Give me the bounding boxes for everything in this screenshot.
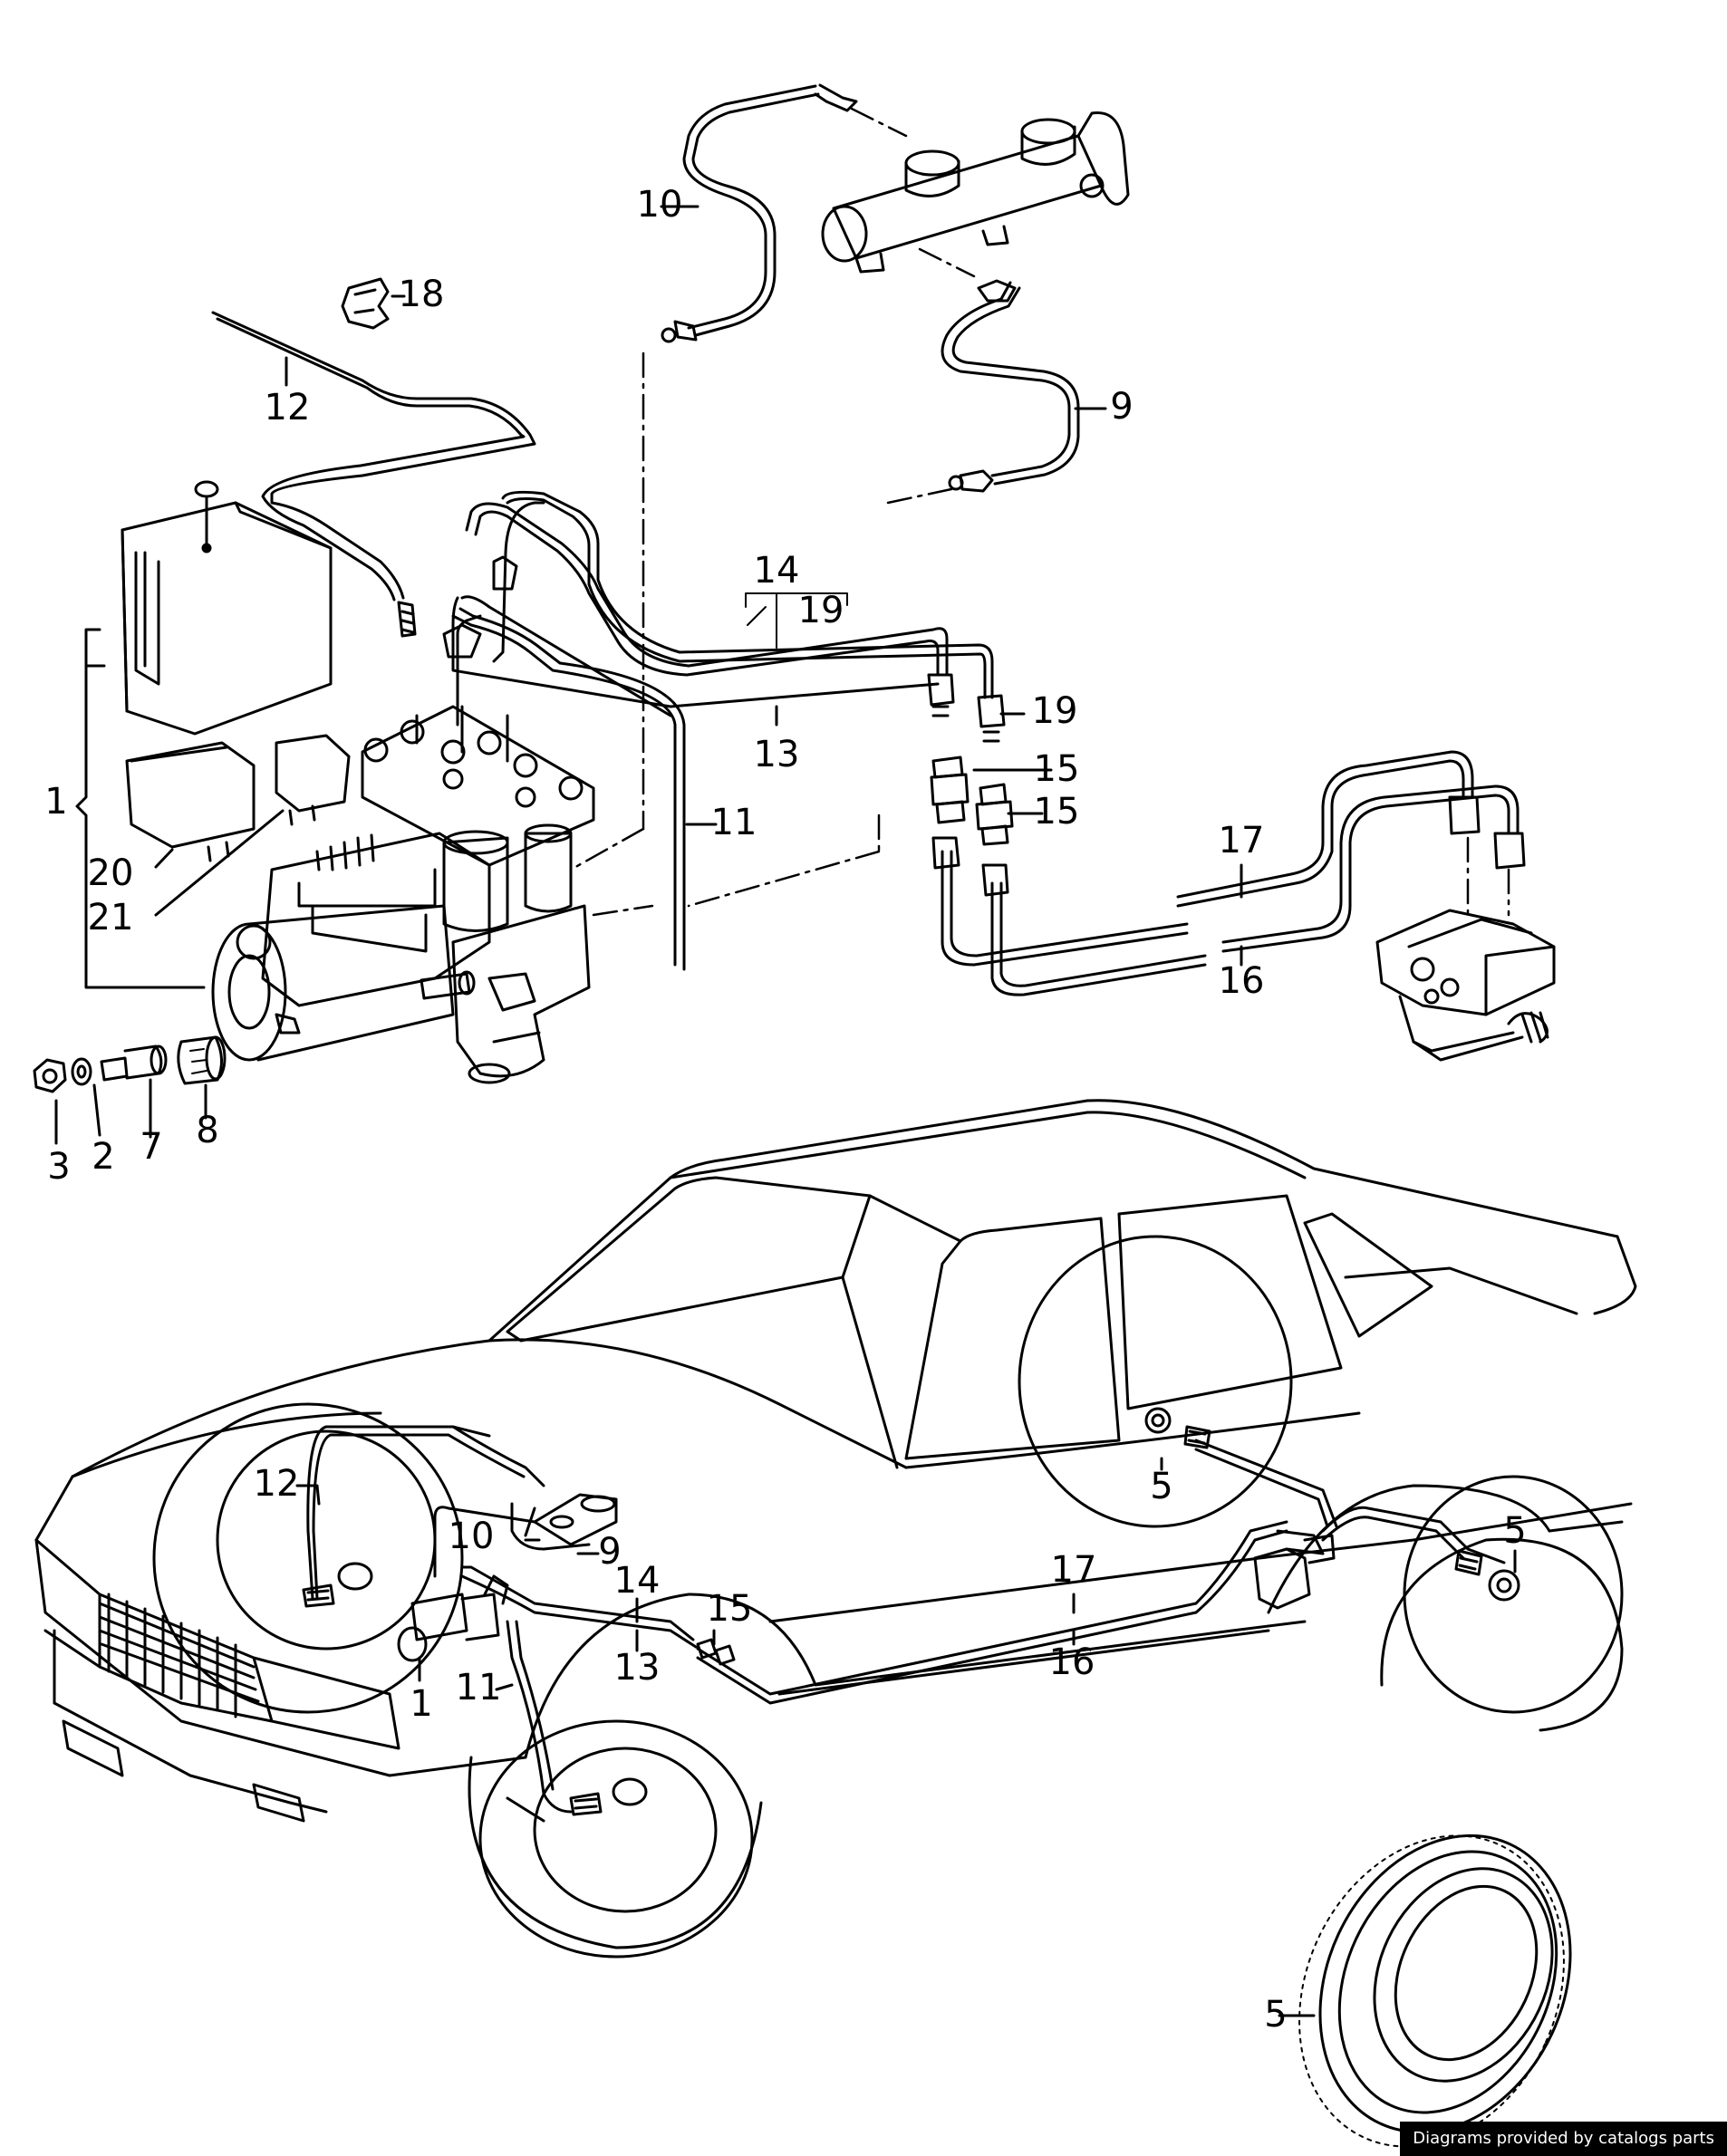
abs-tone-ring-5 [1298, 1834, 1572, 2148]
abs-connector-pipes [442, 501, 545, 727]
car-brake-lines [306, 1425, 1506, 1814]
label-12-car: 12 [254, 1463, 300, 1505]
brake-pipe-9 [941, 279, 1080, 493]
label-5-car-rear-left: 5 [1150, 1466, 1172, 1507]
car-front-left-caliper [302, 1562, 373, 1608]
label-15-a: 15 [1034, 748, 1080, 790]
label-1: 1 [44, 781, 67, 823]
label-18: 18 [399, 274, 445, 315]
label-5-tone-ring: 5 [1264, 1994, 1287, 2036]
label-13-car: 13 [614, 1647, 661, 1689]
car-rear-regulator [1253, 1529, 1336, 1610]
washer-2 [71, 1057, 92, 1086]
car-abs-unit [397, 1493, 618, 1662]
label-19-top: 19 [798, 590, 844, 631]
car-rear-left-sensor [1144, 1407, 1211, 1449]
label-21: 21 [88, 897, 134, 938]
label-14-car: 14 [614, 1560, 661, 1602]
brake-pipe-12 [211, 311, 536, 638]
label-2: 2 [92, 1136, 114, 1178]
bracket-14-19 [745, 592, 848, 608]
label-7: 7 [140, 1126, 162, 1168]
car-rear-right-sensor [1454, 1549, 1520, 1602]
dashline-10-abs [569, 827, 645, 871]
pipe-clip-18 [341, 277, 390, 330]
label-15-car: 15 [707, 1588, 753, 1630]
label-17-top: 17 [1219, 820, 1265, 861]
label-12-top: 12 [265, 387, 311, 428]
label-15-b: 15 [1034, 791, 1080, 833]
nut-3 [33, 1058, 67, 1093]
label-5-car-rear-right: 5 [1503, 1510, 1526, 1552]
brake-pipes-16-17 [931, 750, 1526, 996]
dashline-mc-10 [850, 107, 908, 138]
label-10-top: 10 [637, 184, 683, 226]
callout-labels: 1 20 21 3 2 7 8 10 18 12 9 14 19 19 13 1… [44, 184, 1526, 2036]
pipe-union-15a [930, 756, 970, 824]
car-union-15 [696, 1638, 736, 1666]
label-11-car: 11 [456, 1667, 502, 1708]
label-9-top: 9 [1110, 386, 1133, 428]
label-11-top: 11 [711, 802, 757, 843]
label-1-car: 1 [410, 1683, 432, 1725]
brake-pipe-10 [661, 83, 858, 343]
dashline-9-left [886, 487, 953, 505]
label-16-top: 16 [1219, 960, 1265, 1002]
label-9-car: 9 [598, 1531, 621, 1573]
abs-hydraulic-unit [121, 480, 595, 1084]
label-8: 8 [196, 1110, 218, 1151]
label-14-top: 14 [754, 550, 800, 592]
dashline-abs-right [592, 904, 654, 917]
label-19-right: 19 [1032, 690, 1078, 732]
label-20: 20 [88, 852, 134, 894]
bracket-14-19-left [747, 606, 767, 626]
car-outline [34, 1099, 1637, 1959]
watermark-caption: Diagrams provided by catalogs parts [1400, 2122, 1727, 2156]
label-16-car: 16 [1049, 1641, 1095, 1683]
bushing-8 [177, 1035, 227, 1085]
car-front-right-caliper [569, 1777, 648, 1816]
pipe-union-15b [975, 783, 1014, 846]
bolt-7 [100, 1044, 168, 1082]
leader-lines [54, 205, 1517, 2017]
brake-pipe-11 [451, 607, 686, 971]
dashline-11-mid [687, 850, 881, 908]
label-13-top: 13 [754, 734, 800, 775]
label-17-car: 17 [1051, 1549, 1097, 1591]
master-cylinder [821, 111, 1130, 274]
label-3: 3 [47, 1146, 70, 1188]
dashline-mc-9 [918, 247, 976, 278]
label-10-car: 10 [449, 1516, 495, 1557]
brake-pressure-regulator [1375, 909, 1556, 1062]
brake-pipes-13-14-19 [451, 490, 1006, 743]
